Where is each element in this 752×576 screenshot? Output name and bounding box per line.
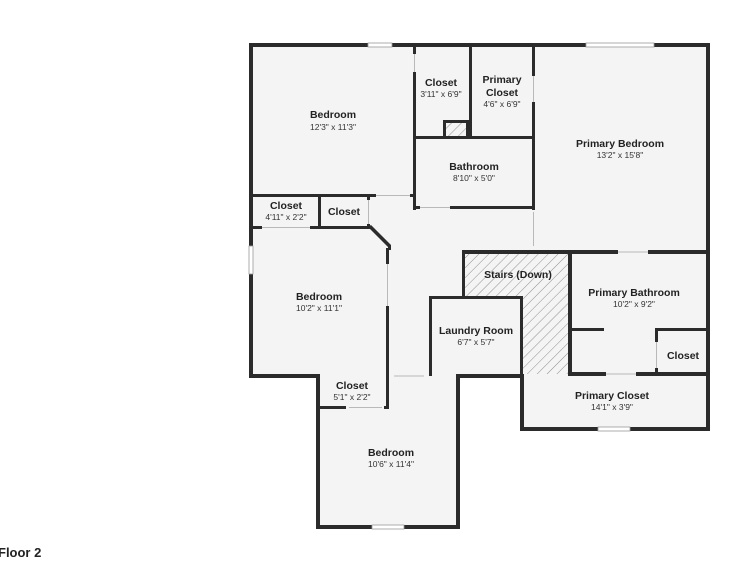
room-primary-closet-dim: 4'6" x 6'9": [483, 99, 520, 109]
room-primary-closet-2-dim: 14'1" x 3'9": [591, 402, 633, 412]
room-bathroom-dim: 8'10" x 5'0": [453, 173, 495, 183]
room-primary-bathroom-dim: 10'2" x 9'2": [613, 299, 655, 309]
floor-label: Floor 2: [0, 545, 42, 560]
room-bedroom-3-name: Bedroom: [368, 447, 414, 459]
room-primary-bedroom-dim: 13'2" x 15'8": [597, 150, 644, 160]
windows: [248, 42, 655, 530]
room-primary-closet-name-2: Closet: [486, 87, 519, 99]
room-closet-2-name: Closet: [270, 200, 303, 212]
room-primary-bathroom-name: Primary Bathroom: [588, 287, 680, 299]
room-closet-3-name: Closet: [328, 206, 361, 218]
door-openings: [262, 54, 658, 409]
room-bedroom-2-name: Bedroom: [296, 291, 342, 303]
room-closet-1-name: Closet: [425, 77, 458, 89]
room-labels: Bedroom 12'3" x 11'3" Closet 3'11" x 6'9…: [265, 74, 699, 469]
walls: [249, 43, 710, 529]
room-laundry-dim: 6'7" x 5'7": [457, 337, 494, 347]
room-stairs-name: Stairs (Down): [484, 269, 552, 281]
room-closet-5-dim: 5'1" x 2'2": [333, 392, 370, 402]
room-closet-4-name: Closet: [667, 350, 700, 362]
room-closet-5-name: Closet: [336, 380, 369, 392]
room-closet-2-dim: 4'11" x 2'2": [265, 212, 306, 222]
room-bedroom-1-dim: 12'3" x 11'3": [310, 122, 356, 132]
room-bathroom-name: Bathroom: [449, 161, 499, 173]
room-bedroom-1-name: Bedroom: [310, 109, 356, 121]
floor-fill: [252, 46, 708, 527]
room-laundry-name: Laundry Room: [439, 325, 513, 337]
room-closet-1-dim: 3'11" x 6'9": [420, 89, 461, 99]
stairs-hatch: [464, 254, 570, 374]
room-primary-closet-name: Primary: [482, 74, 521, 86]
room-primary-closet-2-name: Primary Closet: [575, 390, 650, 402]
room-bedroom-2-dim: 10'2" x 11'1": [296, 303, 342, 313]
room-bedroom-3-dim: 10'6" x 11'4": [368, 459, 414, 469]
room-primary-bedroom-name: Primary Bedroom: [576, 138, 664, 150]
